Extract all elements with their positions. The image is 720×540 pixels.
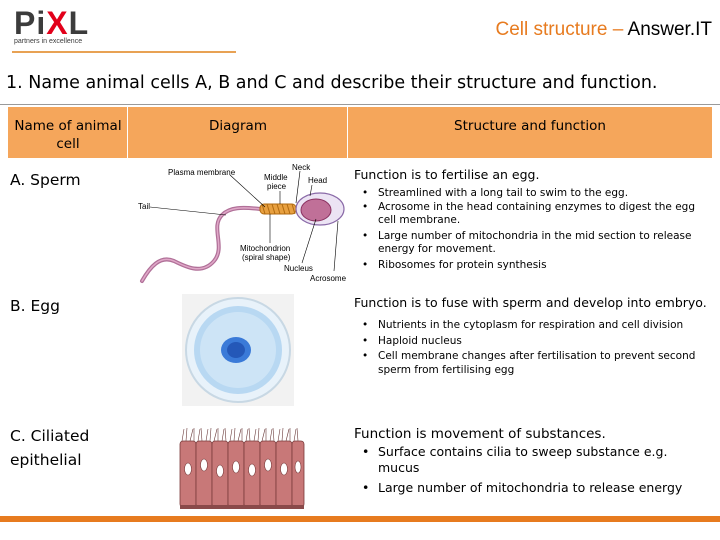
ciliated-bullets: Surface contains cilia to sweep substanc… <box>358 444 708 496</box>
cell-name-sperm: A. Sperm <box>10 171 81 189</box>
header-structure: Structure and function <box>454 118 606 134</box>
list-item: Streamlined with a long tail to swim to … <box>358 187 708 201</box>
table-header: Name of animal cell Diagram Structure an… <box>8 107 712 158</box>
label-neck: Neck <box>292 163 311 172</box>
label-nucleus: Nucleus <box>284 264 313 273</box>
logo-text-x: X <box>46 5 69 41</box>
label-tail: Tail <box>138 202 150 211</box>
header-name: Name of animal cell <box>8 107 128 158</box>
cell-name-ciliated: C. Ciliated epithelial <box>8 424 128 472</box>
function-sperm: Function is to fertilise an egg. Streaml… <box>354 167 708 272</box>
sperm-diagram: Neck Middle piece Head Plasma membrane T… <box>130 163 348 291</box>
question-divider <box>0 104 720 105</box>
list-item: Acrosome in the head containing enzymes … <box>358 201 708 228</box>
cell-name-ciliated-line2: epithelial <box>10 451 82 469</box>
label-head: Head <box>308 176 327 185</box>
list-item: Ribosomes for protein synthesis <box>358 259 708 273</box>
table-row-ciliated: C. Ciliated epithelial <box>8 421 712 517</box>
egg-diagram <box>130 294 348 416</box>
list-item: Large number of mitochondria to release … <box>358 480 708 496</box>
logo-wordmark: PiXL <box>14 6 114 40</box>
list-item: Haploid nucleus <box>358 335 708 349</box>
sperm-illustration: Neck Middle piece Head Plasma membrane T… <box>136 163 347 289</box>
function-ciliated: Function is movement of substances. Surf… <box>354 424 708 496</box>
label-middle: Middle <box>264 173 288 182</box>
list-item: Nutrients in the cytoplasm for respirati… <box>358 319 708 333</box>
logo-underline <box>12 51 236 53</box>
label-acrosome: Acrosome <box>310 274 347 283</box>
list-item: Cell membrane changes after fertilisatio… <box>358 350 708 377</box>
ciliated-diagram <box>130 427 348 515</box>
list-item: Large number of mitochondria in the mid … <box>358 230 708 257</box>
logo-text-l: L <box>68 5 90 41</box>
list-item: Surface contains cilia to sweep substanc… <box>358 444 708 476</box>
sperm-bullets: Streamlined with a long tail to swim to … <box>358 187 708 272</box>
logo-tagline: partners in excellence <box>14 38 83 45</box>
cell-name-egg: B. Egg <box>10 297 60 315</box>
label-mitochondrion: Mitochondrion <box>240 244 290 253</box>
label-spiral-shape: (spiral shape) <box>242 253 291 262</box>
ciliated-illustration <box>179 427 305 509</box>
egg-illustration <box>182 294 294 406</box>
page-title: Cell structure – Answer.IT <box>496 19 712 41</box>
table-row-sperm: A. Sperm <box>8 163 712 291</box>
question-text: 1. Name animal cells A, B and C and desc… <box>6 73 658 93</box>
function-egg: Function is to fuse with sperm and devel… <box>354 293 708 377</box>
egg-bullets: Nutrients in the cytoplasm for respirati… <box>358 319 708 377</box>
label-piece: piece <box>267 182 287 191</box>
footer-bar <box>0 516 720 522</box>
title-answer: Answer.IT <box>627 19 712 40</box>
header-diagram: Diagram <box>128 107 348 158</box>
cell-name-ciliated-line1: C. Ciliated <box>10 427 90 445</box>
pixl-logo: PiXL partners in excellence <box>14 6 114 45</box>
title-topic: Cell structure – <box>495 19 628 40</box>
label-plasma-membrane: Plasma membrane <box>168 168 236 177</box>
cell-table: Name of animal cell Diagram Structure an… <box>8 107 712 519</box>
table-row-egg: B. Egg Function is to fuse with sperm an… <box>8 292 712 419</box>
function-heading-sperm: Function is to fertilise an egg. <box>354 167 540 182</box>
logo-text-pi: Pi <box>14 5 47 41</box>
function-heading-ciliated: Function is movement of substances. <box>354 426 606 442</box>
function-heading-egg: Function is to fuse with sperm and devel… <box>354 295 707 310</box>
